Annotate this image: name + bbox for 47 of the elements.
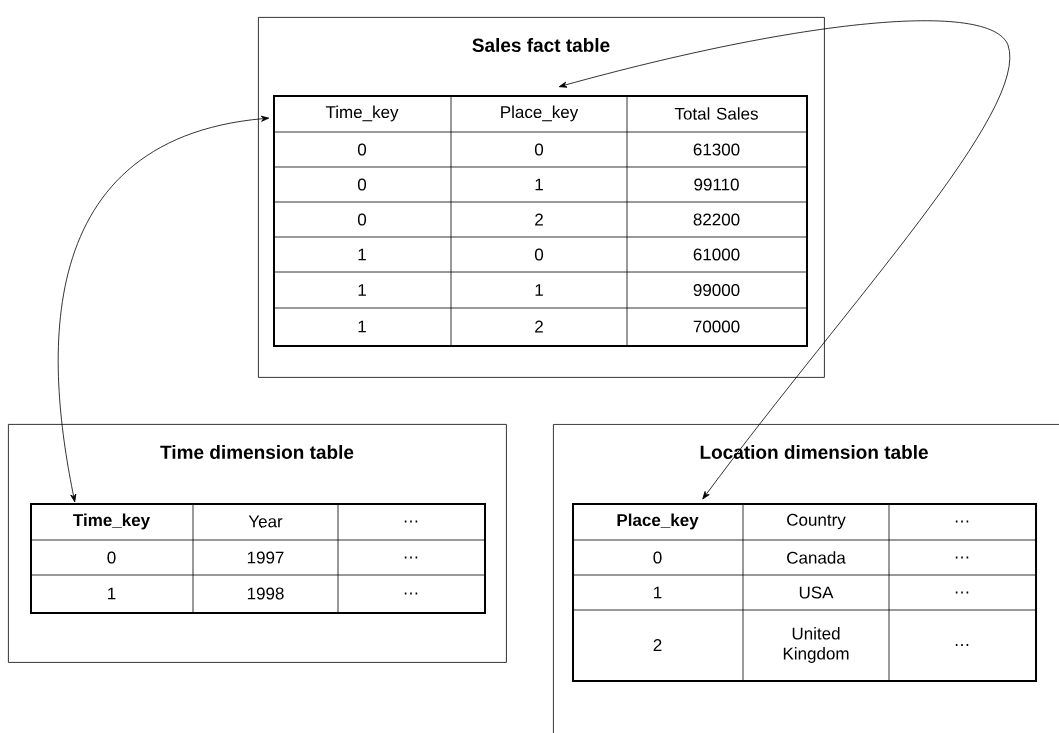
- table-cell: 1997: [247, 551, 284, 564]
- data-table: [571, 502, 1037, 682]
- table-cell: Canada: [787, 551, 846, 564]
- table-cell: 61000: [693, 248, 740, 261]
- table-cell: Total Sales: [674, 107, 758, 120]
- table-cell: Country: [787, 513, 846, 530]
- table-cell: 0: [653, 551, 662, 564]
- table-cell: 1: [535, 284, 543, 296]
- table-cell: 1: [108, 587, 116, 600]
- table-cell: 99110: [694, 178, 739, 191]
- table-cell: …: [955, 591, 969, 594]
- table-cell: 99000: [693, 284, 740, 297]
- table-cell: …: [404, 520, 418, 523]
- table-cell: 82200: [693, 213, 740, 226]
- table-cell: …: [955, 520, 969, 523]
- table-cell: 0: [534, 248, 544, 261]
- data-table: [272, 94, 808, 347]
- table-cell: 2: [653, 639, 662, 651]
- table-cell: USA: [799, 586, 834, 599]
- table-cell: Place_key: [501, 105, 579, 122]
- table-cell: United Kingdom: [783, 627, 849, 663]
- table-cell: …: [955, 644, 969, 646]
- table-cell: 70000: [693, 320, 740, 333]
- table-cell: 1: [654, 586, 662, 599]
- table-cell: 1: [358, 284, 366, 296]
- table-cell: Time_key: [73, 513, 150, 530]
- arrow: [558, 20, 1010, 500]
- table-cell: 0: [534, 143, 544, 156]
- table-cell: Place_key: [617, 513, 699, 530]
- table-cell: 2: [535, 213, 543, 226]
- table-cell: …: [404, 592, 418, 595]
- table-cell: …: [955, 556, 969, 559]
- table-cell: 1: [358, 320, 366, 333]
- data-table: [29, 502, 486, 614]
- table-cell: 0: [357, 143, 367, 156]
- table-cell: Time_key: [325, 105, 399, 122]
- table-cell: 2: [535, 320, 543, 333]
- table-cell: 61300: [693, 143, 740, 156]
- table-cell: 0: [107, 551, 116, 564]
- arrow: [57, 115, 270, 503]
- table-cell: 1998: [247, 587, 284, 600]
- table-cell: 1: [535, 178, 543, 191]
- table-cell: …: [404, 556, 418, 559]
- table-cell: 1: [358, 248, 366, 261]
- table-cell: Year: [248, 515, 283, 528]
- table-cell: 0: [357, 178, 367, 191]
- table-cell: 0: [357, 213, 367, 226]
